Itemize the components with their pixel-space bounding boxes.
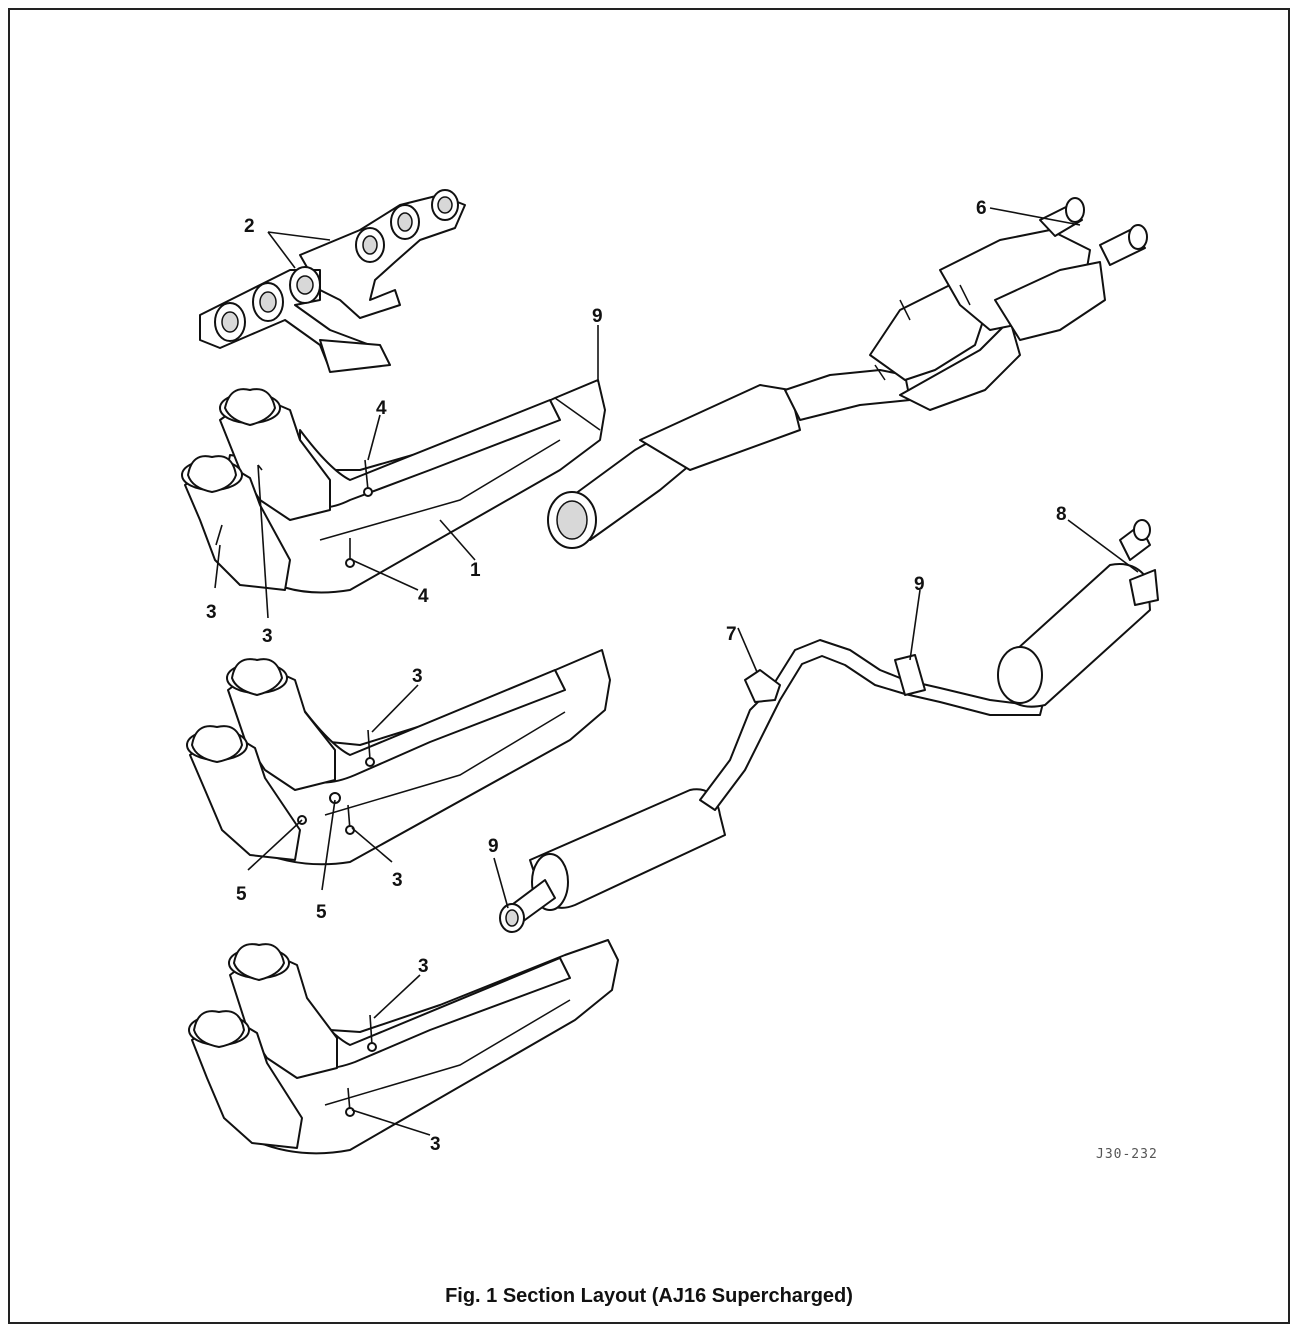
exhaust-manifolds — [199, 189, 466, 373]
callout-3-upper-center: 3 — [262, 626, 273, 647]
callout-7: 7 — [726, 624, 737, 645]
exhaust-system-diagram: 1 2 3 3 3 3 3 3 4 4 5 5 6 7 8 9 9 9 J30-… — [181, 189, 1159, 1162]
downpipe-assembly-middle — [186, 649, 611, 866]
rear-silencer-system — [499, 519, 1159, 933]
callout-labels: 1 2 3 3 3 3 3 3 4 4 5 5 6 7 8 9 9 9 — [206, 198, 1067, 1155]
callout-9-lower: 9 — [488, 836, 499, 857]
catalyst-front-pipe — [547, 197, 1148, 549]
reference-code: J30-232 — [1096, 1147, 1158, 1162]
callout-3-lower-bottom: 3 — [430, 1134, 441, 1155]
callout-3-lower-top: 3 — [418, 956, 429, 977]
callout-1: 1 — [470, 560, 481, 581]
callout-4-top: 4 — [376, 398, 387, 419]
callout-5-right: 5 — [316, 902, 327, 923]
callout-3-middle-bottom: 3 — [392, 870, 403, 891]
leader-lines — [214, 207, 1139, 1136]
callout-5-left: 5 — [236, 884, 247, 905]
callout-2: 2 — [244, 216, 255, 237]
downpipe-assembly-lower — [188, 939, 619, 1155]
callout-3-upper-left: 3 — [206, 602, 217, 623]
page-border — [8, 8, 1290, 1324]
figure-caption: Fig. 1 Section Layout (AJ16 Supercharged… — [445, 1285, 853, 1307]
callout-8: 8 — [1056, 504, 1067, 525]
callout-4-bottom: 4 — [418, 586, 429, 607]
callout-6: 6 — [976, 198, 987, 219]
callout-9-top: 9 — [592, 306, 603, 327]
callout-9-right: 9 — [914, 574, 925, 595]
downpipe-assembly-upper — [181, 379, 606, 594]
callout-3-middle-top: 3 — [412, 666, 423, 687]
